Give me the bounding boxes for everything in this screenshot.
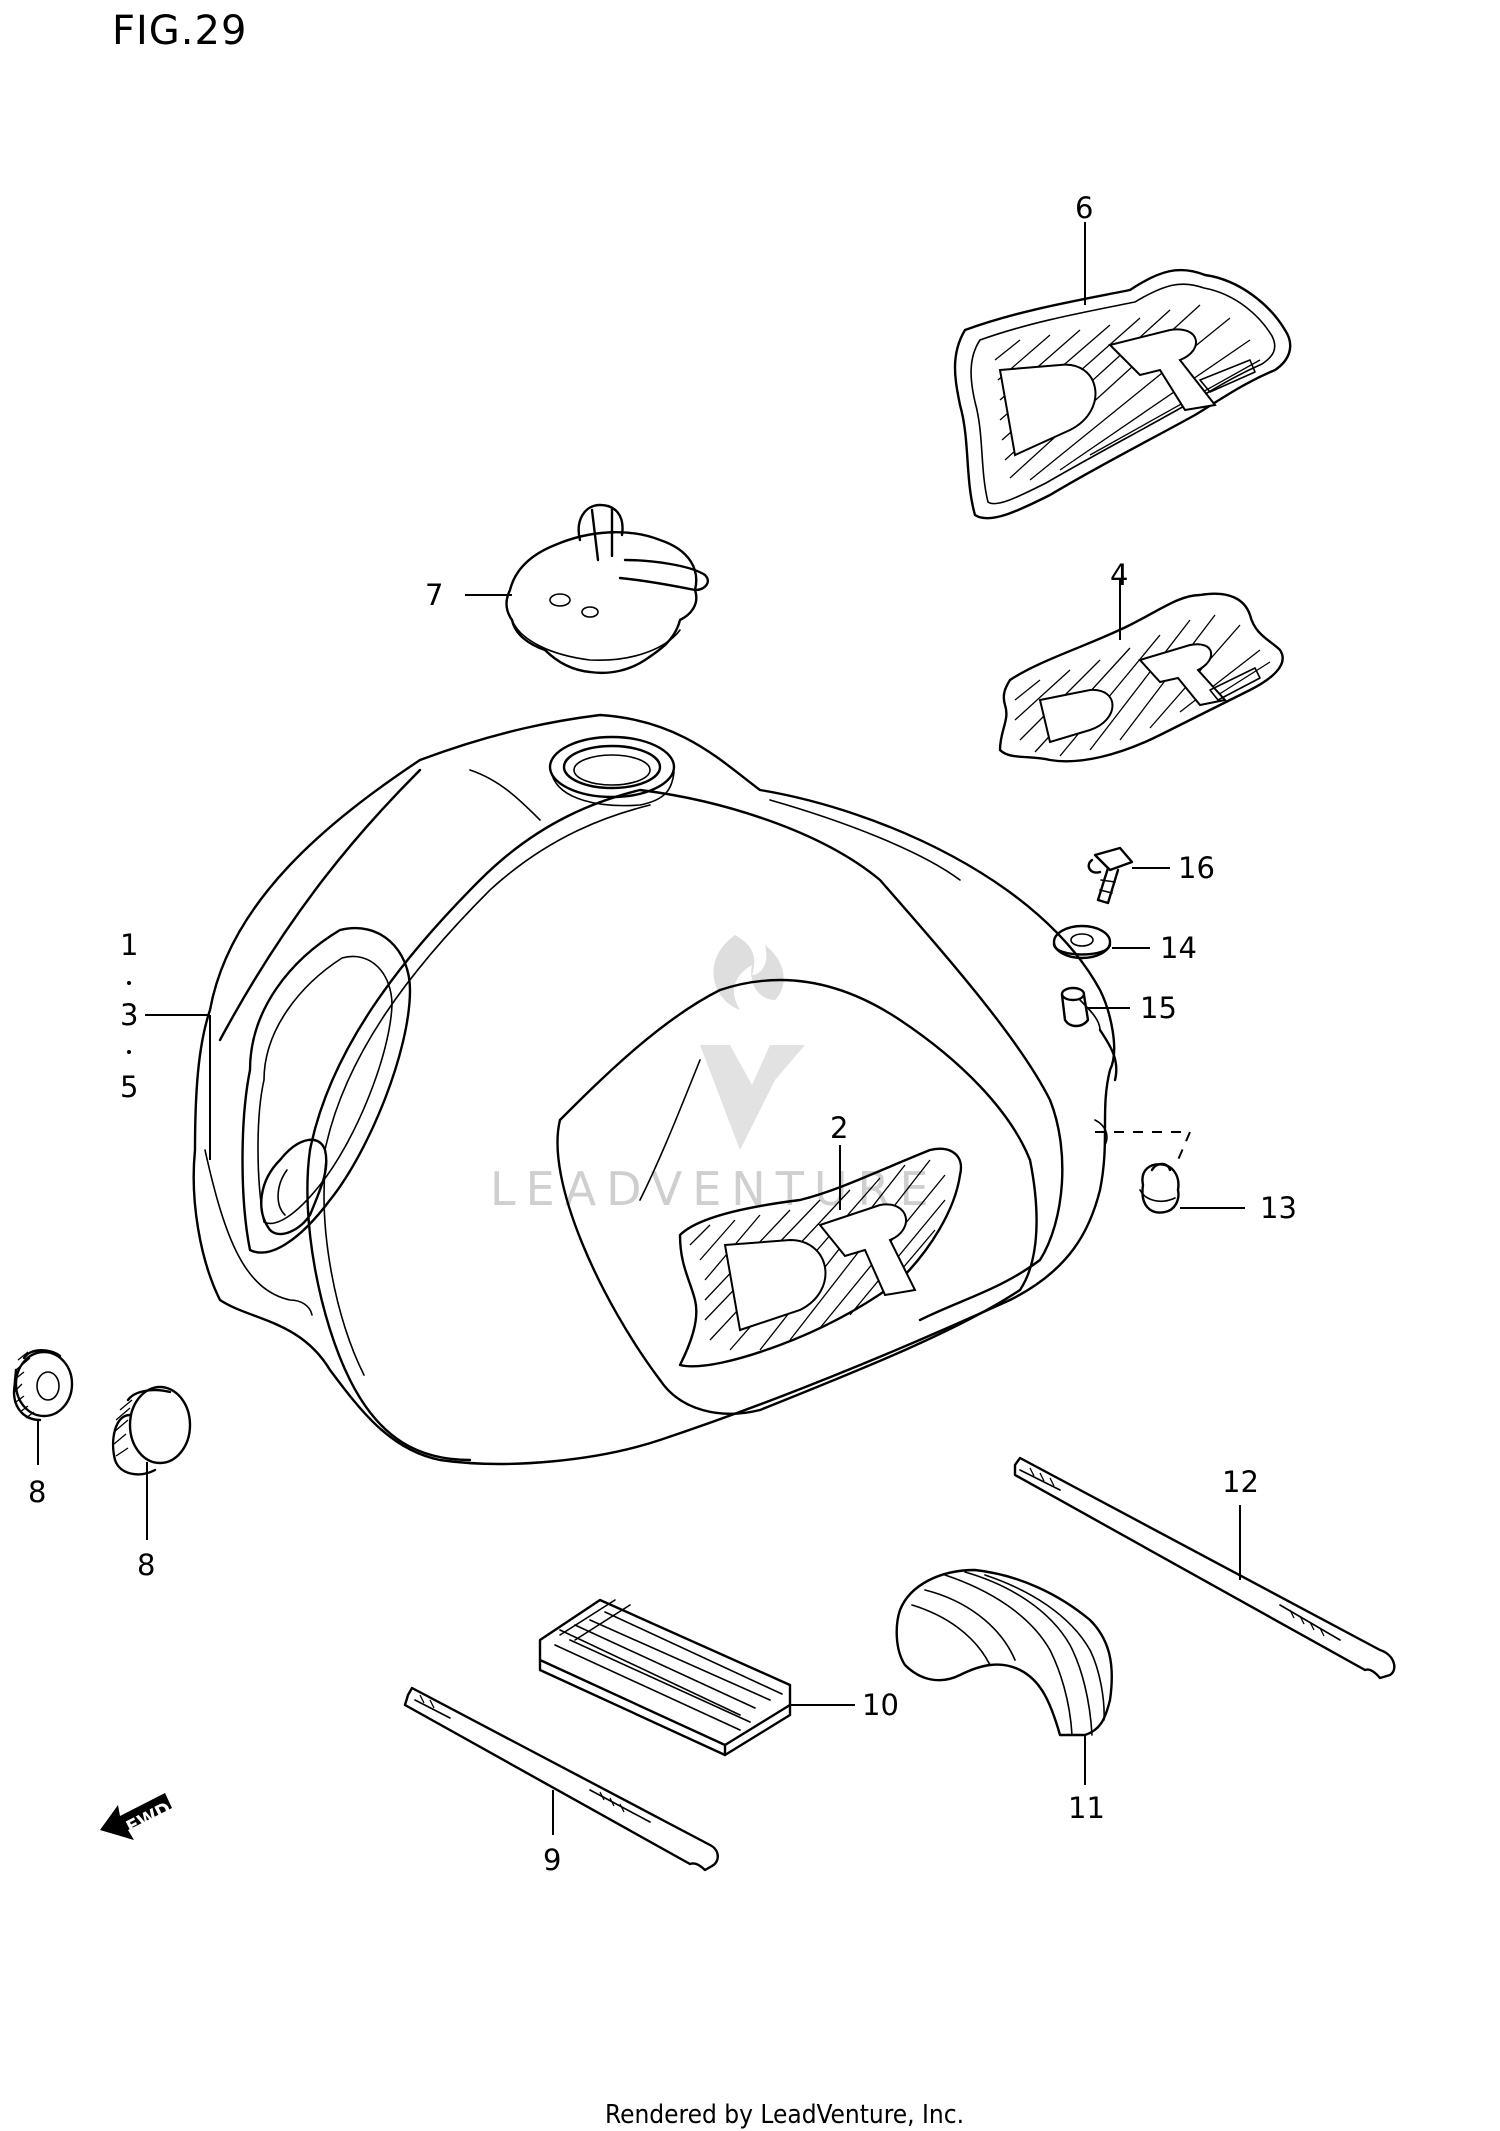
cushion-part-14 xyxy=(1052,924,1112,960)
fuel-cap-part-7 xyxy=(505,503,709,674)
callout-14: 14 xyxy=(1160,931,1197,965)
fuel-tank xyxy=(192,713,1118,1466)
cushion-part-8-left xyxy=(12,1349,74,1422)
leader-lines xyxy=(37,222,1245,1835)
callout-4: 4 xyxy=(1110,558,1128,592)
band-part-12 xyxy=(1013,1456,1396,1680)
callout-13: 13 xyxy=(1260,1191,1297,1225)
grommet-part-13 xyxy=(1139,1162,1180,1214)
callout-8-left: 8 xyxy=(28,1475,46,1509)
callout-8-center: 8 xyxy=(137,1548,155,1582)
callout-2: 2 xyxy=(830,1111,848,1145)
bolt-part-16 xyxy=(1087,846,1134,905)
cushion-pad-part-10 xyxy=(538,1598,792,1757)
cover-part-11 xyxy=(895,1568,1113,1737)
tank-decal-part-2: DR xyxy=(678,1147,963,1368)
figure-label: FIG.29 xyxy=(112,8,247,54)
callout-7: 7 xyxy=(425,578,443,612)
callout-10: 10 xyxy=(862,1688,899,1722)
callout-15: 15 xyxy=(1140,991,1177,1025)
footer-credit: Rendered by LeadVenture, Inc. xyxy=(605,2100,964,2130)
collar-part-15 xyxy=(1060,986,1090,1028)
callout-11: 11 xyxy=(1068,1791,1105,1825)
callout-16: 16 xyxy=(1178,851,1215,885)
callout-numbers: 6 4 7 1 3 5 2 16 14 15 13 8 8 9 10 11 12 xyxy=(28,191,1297,1877)
band-part-9 xyxy=(403,1686,719,1872)
cushion-part-8-center xyxy=(111,1385,192,1476)
callout-3: 3 xyxy=(120,998,138,1032)
callout-5: 5 xyxy=(120,1070,138,1104)
callout-9: 9 xyxy=(543,1843,561,1877)
decal-part-4 xyxy=(998,592,1284,763)
fwd-arrow: FWD xyxy=(100,1793,174,1840)
decal-part-6 xyxy=(953,268,1292,520)
callout-12: 12 xyxy=(1222,1465,1259,1499)
callout-1: 1 xyxy=(120,928,138,962)
callout-6: 6 xyxy=(1075,191,1093,225)
